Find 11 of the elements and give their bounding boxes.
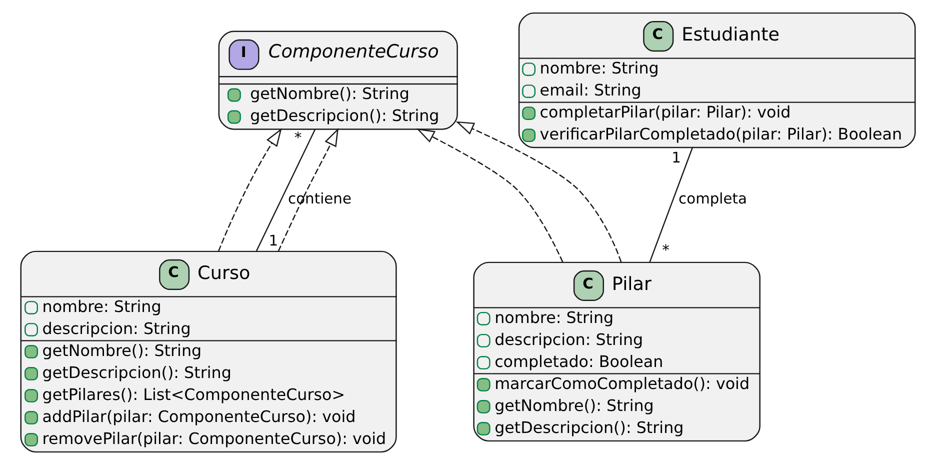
arrow [278, 128, 339, 252]
connector [649, 147, 694, 263]
edge-label: completa [678, 190, 748, 208]
arrow [456, 121, 622, 262]
label: * [294, 130, 302, 147]
connector [256, 129, 316, 252]
label: * [662, 242, 670, 260]
label: 1 [268, 232, 278, 250]
edge-label: contiene [288, 190, 352, 208]
arrow [218, 128, 282, 252]
label: 1 [672, 149, 682, 166]
